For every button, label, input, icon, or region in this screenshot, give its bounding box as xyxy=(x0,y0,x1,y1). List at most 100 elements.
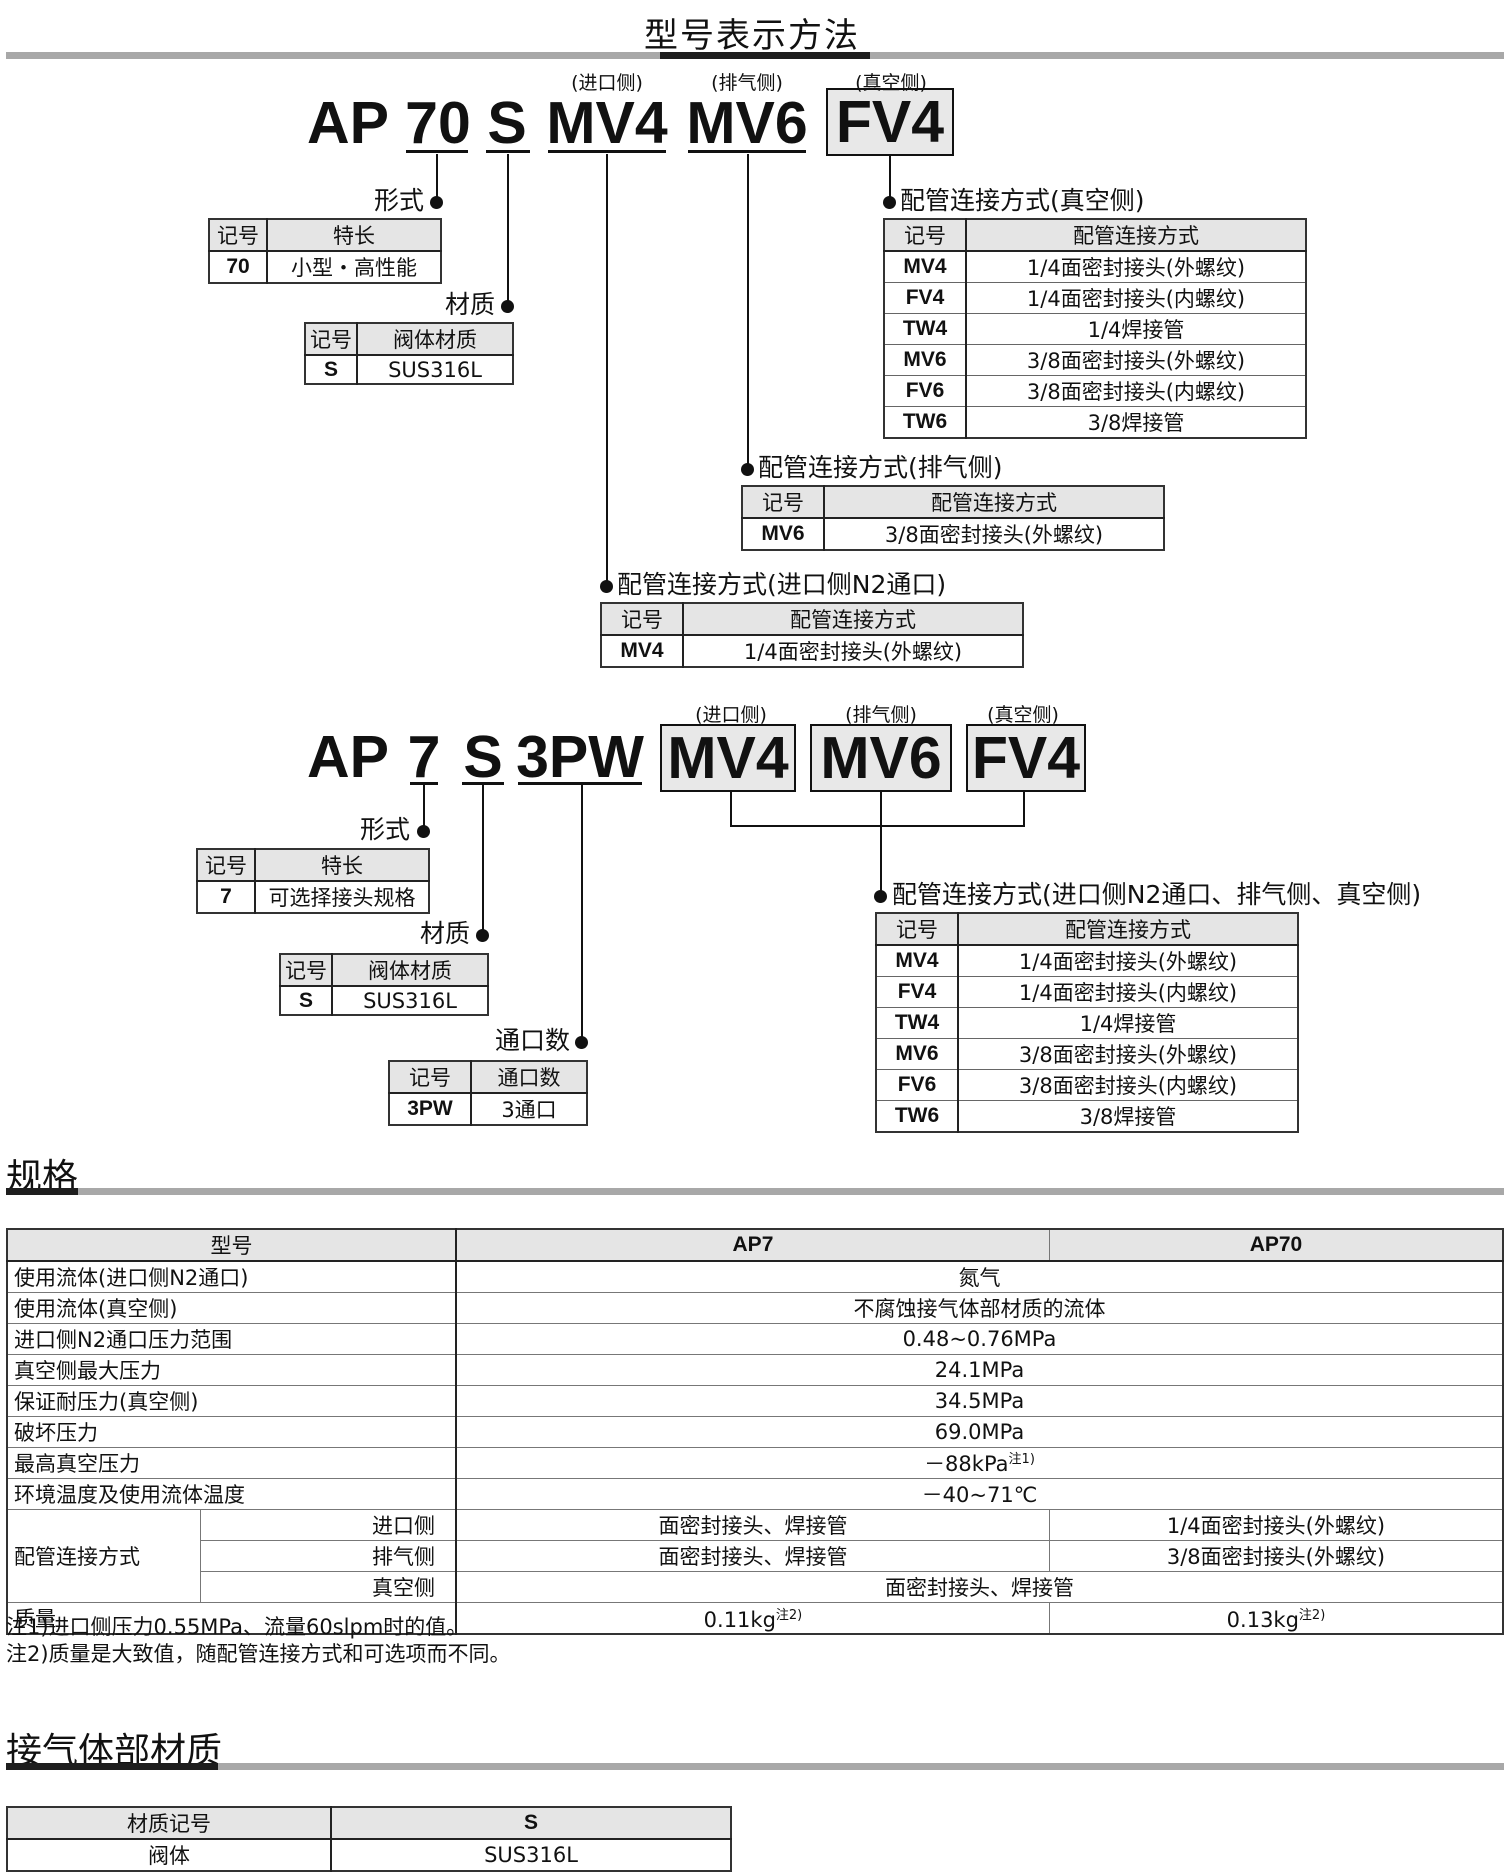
table-cell: SUS316L xyxy=(331,985,489,1016)
table-cell: 1/4面密封接头(外螺纹) xyxy=(682,634,1024,668)
table-cell: FV4 xyxy=(883,282,967,314)
table-cell: 1/4面密封接头(外螺纹) xyxy=(965,250,1307,283)
underline xyxy=(518,782,642,785)
table-cell: MV6 xyxy=(741,517,825,551)
table-cell: 3/8面密封接头(内螺纹) xyxy=(965,375,1307,407)
form-label-1: 形式 xyxy=(373,186,424,215)
table-cell: －40~71℃ xyxy=(455,1478,1504,1510)
table-cell: S xyxy=(304,354,358,385)
table-cell: 69.0MPa xyxy=(455,1416,1504,1448)
piping-label-2: 配管连接方式(进口侧N2通口、排气侧、真空侧) xyxy=(892,880,1422,909)
table-cell: SUS316L xyxy=(356,354,514,385)
table-cell: 3/8面密封接头(外螺纹) xyxy=(823,517,1165,551)
code-vacuum-1: FV4 xyxy=(826,88,954,156)
table-cell: 排气侧 xyxy=(199,1540,457,1572)
leader-dot xyxy=(883,196,896,209)
table-cell: 记号 xyxy=(600,603,684,636)
materials-rule xyxy=(6,1763,1504,1770)
table-cell: 3/8焊接管 xyxy=(957,1100,1299,1133)
table-cell: 不腐蚀接气体部材质的流体 xyxy=(455,1292,1504,1324)
table-cell: 质量 xyxy=(6,1602,457,1635)
spec-rule xyxy=(6,1188,1504,1195)
materials-table: 材质记号 S 阀体 SUS316L xyxy=(6,1806,732,1872)
table-cell: 0.11kg注2) xyxy=(455,1602,1050,1635)
spec-note-2: 注2)质量是大致值，随配管连接方式和可选项而不同。 xyxy=(6,1642,511,1666)
vacuum-label-1: 配管连接方式(真空侧) xyxy=(900,186,1145,215)
leader-dot xyxy=(476,929,489,942)
spec-note-1: 注1)进口侧压力0.55MPa、流量60slpm时的值。 xyxy=(6,1615,468,1639)
underline xyxy=(688,150,806,153)
code-form-1: 70 xyxy=(405,90,471,156)
leader-line xyxy=(436,154,438,202)
spec-rule-accent xyxy=(6,1188,78,1195)
table-cell: 记号 xyxy=(279,954,333,987)
table-cell: FV6 xyxy=(875,1069,959,1101)
table-cell: 阀体材质 xyxy=(356,323,514,356)
bracket-line xyxy=(880,792,882,896)
bracket-line xyxy=(730,792,732,826)
table-cell: MV6 xyxy=(875,1038,959,1070)
table-cell: S xyxy=(330,1806,732,1840)
underline xyxy=(548,150,666,153)
code-ports-2: 3PW xyxy=(516,724,644,790)
table-cell: 面密封接头、焊接管 xyxy=(455,1571,1504,1603)
table-cell: 材质记号 xyxy=(6,1806,332,1840)
table-cell: 阀体材质 xyxy=(331,954,489,987)
table-cell: 0.13kg注2) xyxy=(1048,1602,1504,1635)
code-vacuum-2: FV4 xyxy=(966,724,1086,792)
spec-row-label: 使用流体(进口侧N2通口) xyxy=(6,1260,457,1293)
table-cell: 记号 xyxy=(875,913,959,946)
leader-line xyxy=(606,154,608,586)
table-cell: 可选择接头规格 xyxy=(254,880,430,914)
side-label-inlet-2: (进口侧) xyxy=(695,704,767,726)
table-cell: MV4 xyxy=(883,250,967,283)
ports-label-2: 通口数 xyxy=(494,1026,570,1055)
code-material-1: S xyxy=(487,90,527,156)
table-cell: 配管连接方式 xyxy=(965,219,1307,252)
table-cell: 7 xyxy=(196,880,256,914)
leader-line xyxy=(423,785,425,831)
table-cell: 面密封接头、焊接管 xyxy=(455,1540,1050,1572)
spec-row-label: 破坏压力 xyxy=(6,1416,457,1448)
table-cell: 1/4面密封接头(内螺纹) xyxy=(965,282,1307,314)
table-cell: 配管连接方式 xyxy=(6,1509,201,1603)
code-inlet-1: MV4 xyxy=(546,90,668,156)
code-ap-1: AP xyxy=(307,90,389,156)
table-cell: 配管连接方式 xyxy=(682,603,1024,636)
side-label-exhaust-1: (排气侧) xyxy=(711,72,783,94)
table-cell: AP7 xyxy=(455,1228,1050,1262)
table-cell: 记号 xyxy=(304,323,358,356)
side-label-vacuum-2: (真空侧) xyxy=(987,704,1059,726)
table-cell: 阀体 xyxy=(6,1838,332,1872)
leader-line xyxy=(581,785,583,1042)
table-cell: FV4 xyxy=(875,976,959,1008)
table-cell: 环境温度及使用流体温度 xyxy=(6,1478,457,1510)
table-cell: 1/4面密封接头(内螺纹) xyxy=(957,976,1299,1008)
table-cell: 氮气 xyxy=(455,1260,1504,1293)
table-cell: TW6 xyxy=(883,406,967,439)
table-cell: 3通口 xyxy=(470,1092,588,1126)
table-cell: 最高真空压力 xyxy=(6,1447,457,1479)
materials-rule-accent xyxy=(6,1763,218,1770)
spec-row-label: 真空侧最大压力 xyxy=(6,1354,457,1386)
table-cell: 进口侧 xyxy=(199,1509,457,1541)
page-title: 型号表示方法 xyxy=(644,16,860,56)
code-form-2: 7 xyxy=(407,724,441,790)
table-cell: 3PW xyxy=(388,1092,472,1126)
leader-line xyxy=(482,785,484,935)
table-cell: 1/4焊接管 xyxy=(957,1007,1299,1039)
table-cell: 配管连接方式 xyxy=(957,913,1299,946)
table-cell: 小型・高性能 xyxy=(266,250,442,284)
code-ap-2: AP xyxy=(307,724,389,790)
table-cell: 1/4面密封接头(外螺纹) xyxy=(957,944,1299,977)
leader-dot xyxy=(501,300,514,313)
table-cell: 1/4面密封接头(外螺纹) xyxy=(1048,1509,1504,1541)
